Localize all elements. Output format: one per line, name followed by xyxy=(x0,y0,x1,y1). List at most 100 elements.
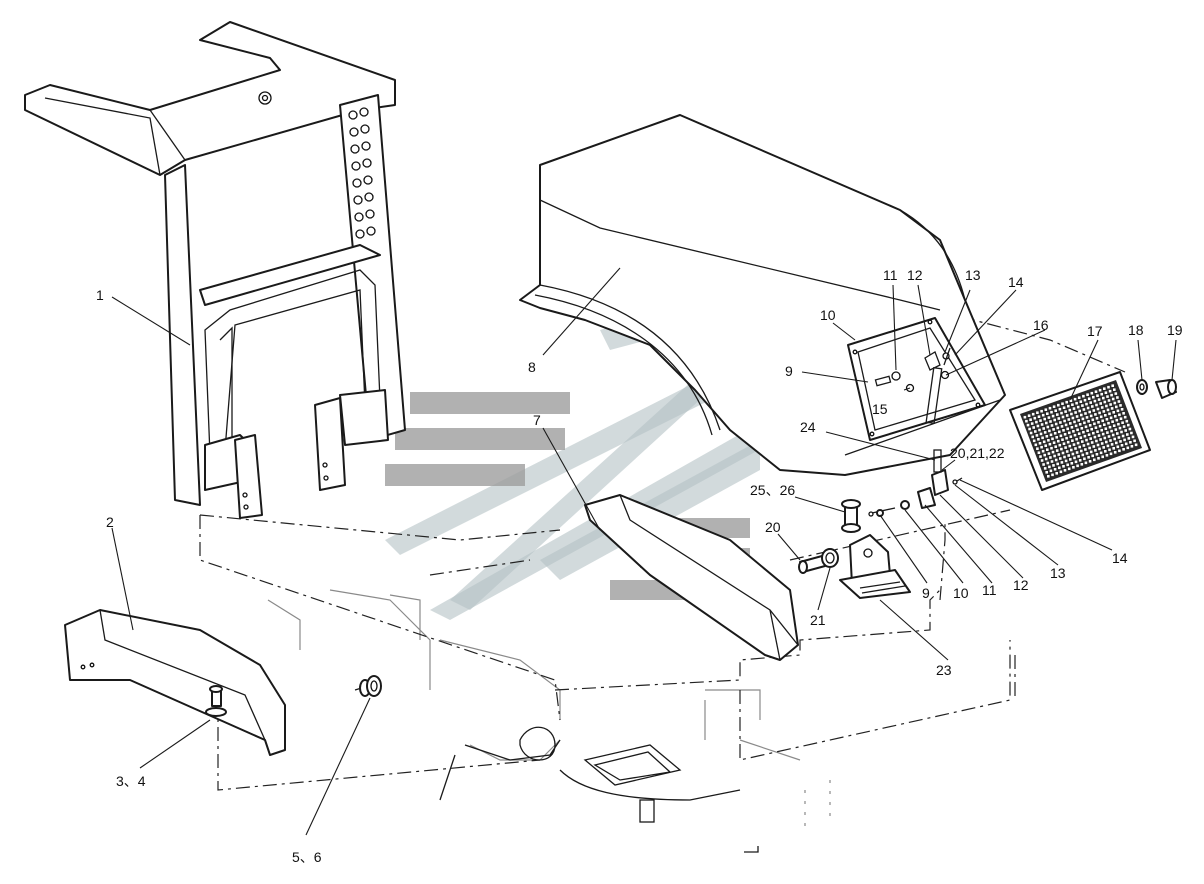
mesh-hole xyxy=(1082,408,1086,411)
mesh-hole xyxy=(1048,465,1051,469)
callout-21-lower: 21 xyxy=(810,612,826,628)
mesh-hole xyxy=(1059,421,1062,424)
cab-frame xyxy=(24,21,406,519)
mesh-hole xyxy=(1111,433,1115,437)
mesh-hole xyxy=(1083,398,1087,402)
mesh-hole xyxy=(1085,438,1088,442)
mesh-hole xyxy=(1114,415,1117,418)
mesh-hole xyxy=(1085,402,1088,406)
mesh-hole xyxy=(1082,430,1085,434)
mesh-hole xyxy=(1078,423,1082,426)
mesh-hole xyxy=(1032,439,1036,443)
mesh-hole xyxy=(1122,412,1125,415)
mesh-hole xyxy=(1059,434,1063,438)
mesh-hole xyxy=(1116,409,1120,413)
mesh-hole xyxy=(1093,399,1097,403)
mesh-hole xyxy=(1105,418,1109,421)
mesh-hole xyxy=(1075,451,1079,454)
mesh-hole xyxy=(1103,400,1107,404)
mesh-hole xyxy=(1094,390,1098,393)
mesh-hole xyxy=(1083,434,1087,438)
mesh-hole xyxy=(1062,429,1065,432)
mesh-hole xyxy=(1086,429,1089,432)
mesh-hole xyxy=(1039,432,1043,436)
callout-14-upper: 14 xyxy=(1008,274,1024,290)
mesh-hole xyxy=(1043,453,1046,457)
mesh-hole xyxy=(1049,456,1052,459)
callout-9-upper: 9 xyxy=(785,363,793,379)
mesh-hole xyxy=(1064,446,1067,449)
mesh-hole xyxy=(1068,444,1072,448)
mesh-hole xyxy=(1061,402,1064,405)
mesh-hole xyxy=(1041,413,1045,417)
mesh-hole xyxy=(1097,421,1100,424)
mesh-hole xyxy=(1074,460,1078,464)
mesh-hole xyxy=(1081,453,1085,457)
mesh-hole xyxy=(1094,426,1098,429)
mesh-hole xyxy=(1131,435,1135,439)
mesh-hole xyxy=(1100,442,1104,445)
mesh-hole xyxy=(1042,440,1046,444)
mesh-hole xyxy=(1063,419,1066,423)
callout-12-upper: 12 xyxy=(907,267,923,283)
mesh-hole xyxy=(1109,416,1113,420)
mesh-hole xyxy=(1109,439,1112,442)
mesh-hole xyxy=(1109,403,1112,406)
mesh-hole xyxy=(1065,436,1068,440)
mesh-hole xyxy=(1040,423,1044,426)
mesh-hole xyxy=(1074,411,1077,414)
callout-11-upper: 11 xyxy=(883,267,898,283)
mesh-hole xyxy=(1038,428,1041,432)
mesh-hole xyxy=(1115,405,1118,409)
mesh-hole xyxy=(1078,459,1082,462)
mesh-hole xyxy=(1098,424,1102,428)
mesh-hole xyxy=(1128,427,1132,431)
mesh-hole xyxy=(1047,452,1051,455)
mesh-hole xyxy=(1052,428,1055,431)
callout-7: 7 xyxy=(533,412,541,428)
callout-9-lower: 9 xyxy=(922,585,930,601)
mesh-hole xyxy=(1119,440,1122,443)
mesh-hole xyxy=(1097,434,1101,437)
mesh-hole xyxy=(1070,462,1074,465)
mesh-hole xyxy=(1059,457,1062,460)
mesh-hole xyxy=(1092,445,1096,448)
mesh-hole xyxy=(1085,452,1089,455)
mesh-hole xyxy=(1059,470,1063,474)
mesh-hole xyxy=(1091,405,1094,408)
mesh-hole xyxy=(1049,469,1053,473)
side-cover xyxy=(584,494,799,661)
mesh-hole xyxy=(1069,458,1072,461)
mesh-hole xyxy=(1040,445,1043,449)
mesh-hole xyxy=(1080,463,1084,466)
mesh-hole xyxy=(1073,456,1076,460)
mesh-hole xyxy=(1082,444,1086,447)
mesh-hole xyxy=(1099,402,1102,405)
mesh-hole xyxy=(1102,410,1106,413)
mesh-hole xyxy=(1094,449,1097,452)
mesh-hole xyxy=(1130,445,1134,448)
mesh-hole xyxy=(1072,407,1076,410)
mesh-hole xyxy=(1053,418,1056,422)
mesh-hole xyxy=(1062,442,1066,445)
mesh-hole xyxy=(1077,396,1081,399)
mesh-hole xyxy=(1092,431,1095,435)
mesh-hole xyxy=(1045,471,1048,474)
mesh-hole xyxy=(1065,400,1068,404)
callout-10-upper: 10 xyxy=(820,307,836,323)
mesh-hole xyxy=(1061,451,1065,455)
mesh-hole xyxy=(1078,445,1081,449)
mesh-hole xyxy=(1061,415,1065,419)
mesh-hole xyxy=(1058,443,1062,447)
callout-5-6: 5、6 xyxy=(292,849,322,865)
mesh-hole xyxy=(1095,453,1099,456)
mesh-hole xyxy=(1039,419,1042,422)
knob-assembly xyxy=(1136,379,1177,399)
mesh-hole xyxy=(1089,401,1092,404)
mesh-hole xyxy=(1107,399,1111,402)
mesh-hole xyxy=(1086,406,1090,410)
mesh-hole xyxy=(1060,411,1063,415)
front-skirt xyxy=(64,609,286,756)
mesh-hole xyxy=(1114,428,1118,431)
mesh-hole xyxy=(1099,438,1102,441)
